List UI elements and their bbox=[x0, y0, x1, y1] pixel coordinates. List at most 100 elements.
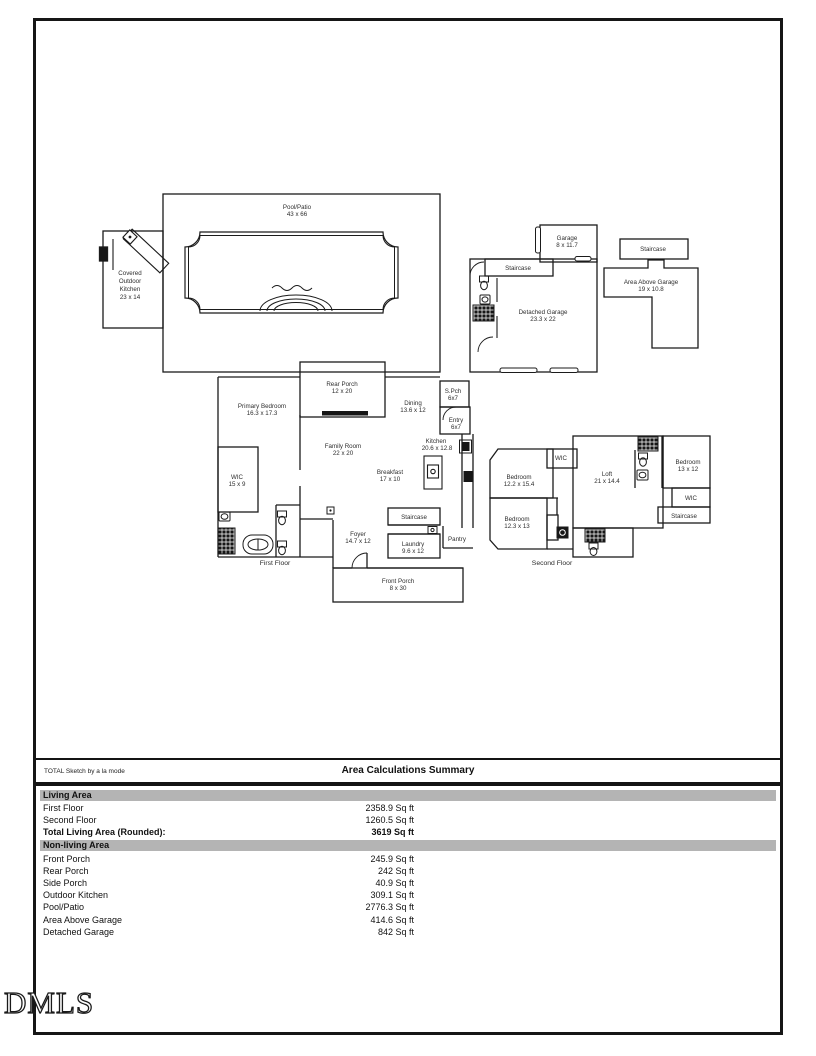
closet-icon bbox=[584, 528, 606, 543]
label-wic-first: WIC bbox=[231, 474, 244, 481]
summary-header: TOTAL Sketch by a la mode Area Calculati… bbox=[36, 758, 780, 786]
label-bedroom-c-dim: 12.3 x 13 bbox=[504, 523, 530, 530]
kitchen-island-icon bbox=[423, 455, 443, 490]
row-value: 245.9 Sq ft bbox=[370, 853, 414, 864]
toilet-icon bbox=[479, 275, 489, 291]
label-outdoor-kitchen-dim: 23 x 14 bbox=[120, 294, 141, 301]
row-label: Side Porch bbox=[43, 877, 88, 888]
row-label: Area Above Garage bbox=[43, 914, 123, 925]
label-loft: Loft bbox=[602, 471, 613, 478]
sink-icon bbox=[218, 511, 231, 522]
detached-garage-structure bbox=[469, 224, 598, 373]
label-foyer-dim: 14.7 x 12 bbox=[345, 538, 371, 545]
summary-row-total-living-area: 3619 Sq ft Total Living Area (Rounded): bbox=[40, 826, 776, 838]
label-side-porch-dim: 6x7 bbox=[448, 395, 459, 402]
label-bedroom-b-dim: 13 x 12 bbox=[678, 466, 699, 473]
oven-icon bbox=[463, 471, 473, 482]
door-arc-icon bbox=[469, 261, 485, 277]
label-wic-b: WIC bbox=[685, 495, 698, 502]
label-foyer: Foyer bbox=[350, 531, 366, 538]
row-value: 309.1 Sq ft bbox=[370, 890, 414, 901]
section-header-non-living-area: Non-living Area bbox=[40, 840, 776, 852]
label-staircase-first: Staircase bbox=[401, 514, 427, 521]
label-wic-first-dim: 15 x 9 bbox=[229, 481, 246, 488]
pool-outline bbox=[184, 231, 399, 314]
row-value: 40.9 Sq ft bbox=[375, 877, 414, 888]
label-primary-bedroom: Primary Bedroom bbox=[238, 403, 286, 410]
porch-threshold bbox=[322, 411, 368, 416]
sink-icon bbox=[479, 294, 491, 305]
summary-row-outdoor-kitchen: 309.1 Sq ft Outdoor Kitchen bbox=[40, 889, 776, 901]
powder-sink-icon bbox=[427, 526, 438, 534]
column-icon bbox=[326, 506, 335, 515]
floor-plan-sketch: Pool/Patio 43 x 66 Covered Outdoor Kitch… bbox=[98, 193, 711, 603]
label-kitchen: Kitchen bbox=[426, 438, 447, 445]
toilet-icon bbox=[277, 540, 287, 556]
label-pantry: Pantry bbox=[448, 536, 467, 543]
row-value: 842 Sq ft bbox=[377, 926, 414, 937]
label-first-floor: First Floor bbox=[260, 560, 291, 567]
row-label: Outdoor Kitchen bbox=[43, 890, 109, 901]
label-second-floor: Second Floor bbox=[532, 560, 573, 567]
label-pool-patio: Pool/Patio bbox=[283, 204, 312, 211]
label-pool-patio-dim: 43 x 66 bbox=[287, 211, 308, 218]
label-bedroom-b: Bedroom bbox=[675, 459, 700, 466]
row-label: Front Porch bbox=[43, 853, 91, 864]
summary-row-detached-garage: 842 Sq ft Detached Garage bbox=[40, 926, 776, 938]
row-value: 1260.5 Sq ft bbox=[365, 815, 414, 826]
row-label: Total Living Area (Rounded): bbox=[43, 827, 166, 838]
closet-icon bbox=[637, 436, 659, 452]
garage-door-sill bbox=[549, 367, 579, 373]
row-value: 2776.3 Sq ft bbox=[365, 902, 414, 913]
label-dining: Dining bbox=[404, 400, 422, 407]
pool-inner-outline bbox=[188, 235, 395, 310]
summary-row-rear-porch: 242 Sq ft Rear Porch bbox=[40, 865, 776, 877]
row-value: 414.6 Sq ft bbox=[370, 914, 414, 925]
row-label: Pool/Patio bbox=[43, 902, 85, 913]
label-aag-staircase: Staircase bbox=[640, 246, 666, 253]
summary-body: Living Area 2358.9 Sq ft First Floor 126… bbox=[36, 786, 780, 938]
label-rear-porch: Rear Porch bbox=[326, 381, 358, 388]
label-entry-dim: 6x7 bbox=[451, 424, 462, 431]
sketch-branding: TOTAL Sketch by a la mode bbox=[44, 768, 125, 775]
stove-icon bbox=[426, 464, 440, 479]
row-label: Detached Garage bbox=[43, 926, 115, 937]
area-calculations-summary: TOTAL Sketch by a la mode Area Calculati… bbox=[36, 758, 780, 938]
label-dining-dim: 13.6 x 12 bbox=[400, 407, 426, 414]
label-area-above-garage: Area Above Garage bbox=[624, 279, 679, 286]
label-area-above-garage-dim: 19 x 10.8 bbox=[638, 286, 664, 293]
label-outdoor-kitchen: Covered bbox=[118, 270, 142, 277]
label-detached-garage-dim: 23.3 x 22 bbox=[530, 316, 556, 323]
label-detached-garage: Detached Garage bbox=[519, 309, 568, 316]
label-outdoor-kitchen: Kitchen bbox=[120, 286, 141, 293]
garage-door-sill bbox=[499, 367, 538, 373]
toilet-icon bbox=[277, 510, 287, 526]
shower-icon bbox=[217, 527, 236, 555]
summary-row-second-floor: 1260.5 Sq ft Second Floor bbox=[40, 814, 776, 826]
vanity-icon bbox=[556, 526, 569, 539]
label-garage-dim: 8 x 11.7 bbox=[556, 242, 578, 249]
summary-row-first-floor: 2358.9 Sq ft First Floor bbox=[40, 802, 776, 814]
bathtub-icon bbox=[242, 534, 274, 555]
label-bedroom-a: Bedroom bbox=[506, 474, 531, 481]
label-staircase-second: Staircase bbox=[671, 513, 697, 520]
mls-watermark: DMLS bbox=[3, 984, 95, 1020]
label-breakfast-dim: 17 x 10 bbox=[380, 476, 401, 483]
page-border bbox=[33, 18, 783, 1035]
label-rear-porch-dim: 12 x 20 bbox=[332, 388, 353, 395]
summary-row-pool-patio: 2776.3 Sq ft Pool/Patio bbox=[40, 901, 776, 913]
label-garage-staircase: Staircase bbox=[505, 265, 531, 272]
door-leaf-icon bbox=[535, 226, 541, 254]
label-laundry-dim: 9.6 x 12 bbox=[402, 548, 425, 555]
summary-row-side-porch: 40.9 Sq ft Side Porch bbox=[40, 877, 776, 889]
door-arc-icon bbox=[351, 552, 368, 569]
door-arc-icon bbox=[477, 336, 494, 353]
row-value: 2358.9 Sq ft bbox=[365, 803, 414, 813]
section-header-living-area: Living Area bbox=[40, 789, 776, 801]
water-icon bbox=[271, 285, 313, 291]
summary-row-front-porch: 245.9 Sq ft Front Porch bbox=[40, 853, 776, 865]
second-floor-structure bbox=[489, 435, 711, 558]
label-garage: Garage bbox=[557, 235, 578, 242]
door-arc-icon bbox=[442, 406, 457, 421]
summary-row-area-above-garage: 414.6 Sq ft Area Above Garage bbox=[40, 914, 776, 926]
